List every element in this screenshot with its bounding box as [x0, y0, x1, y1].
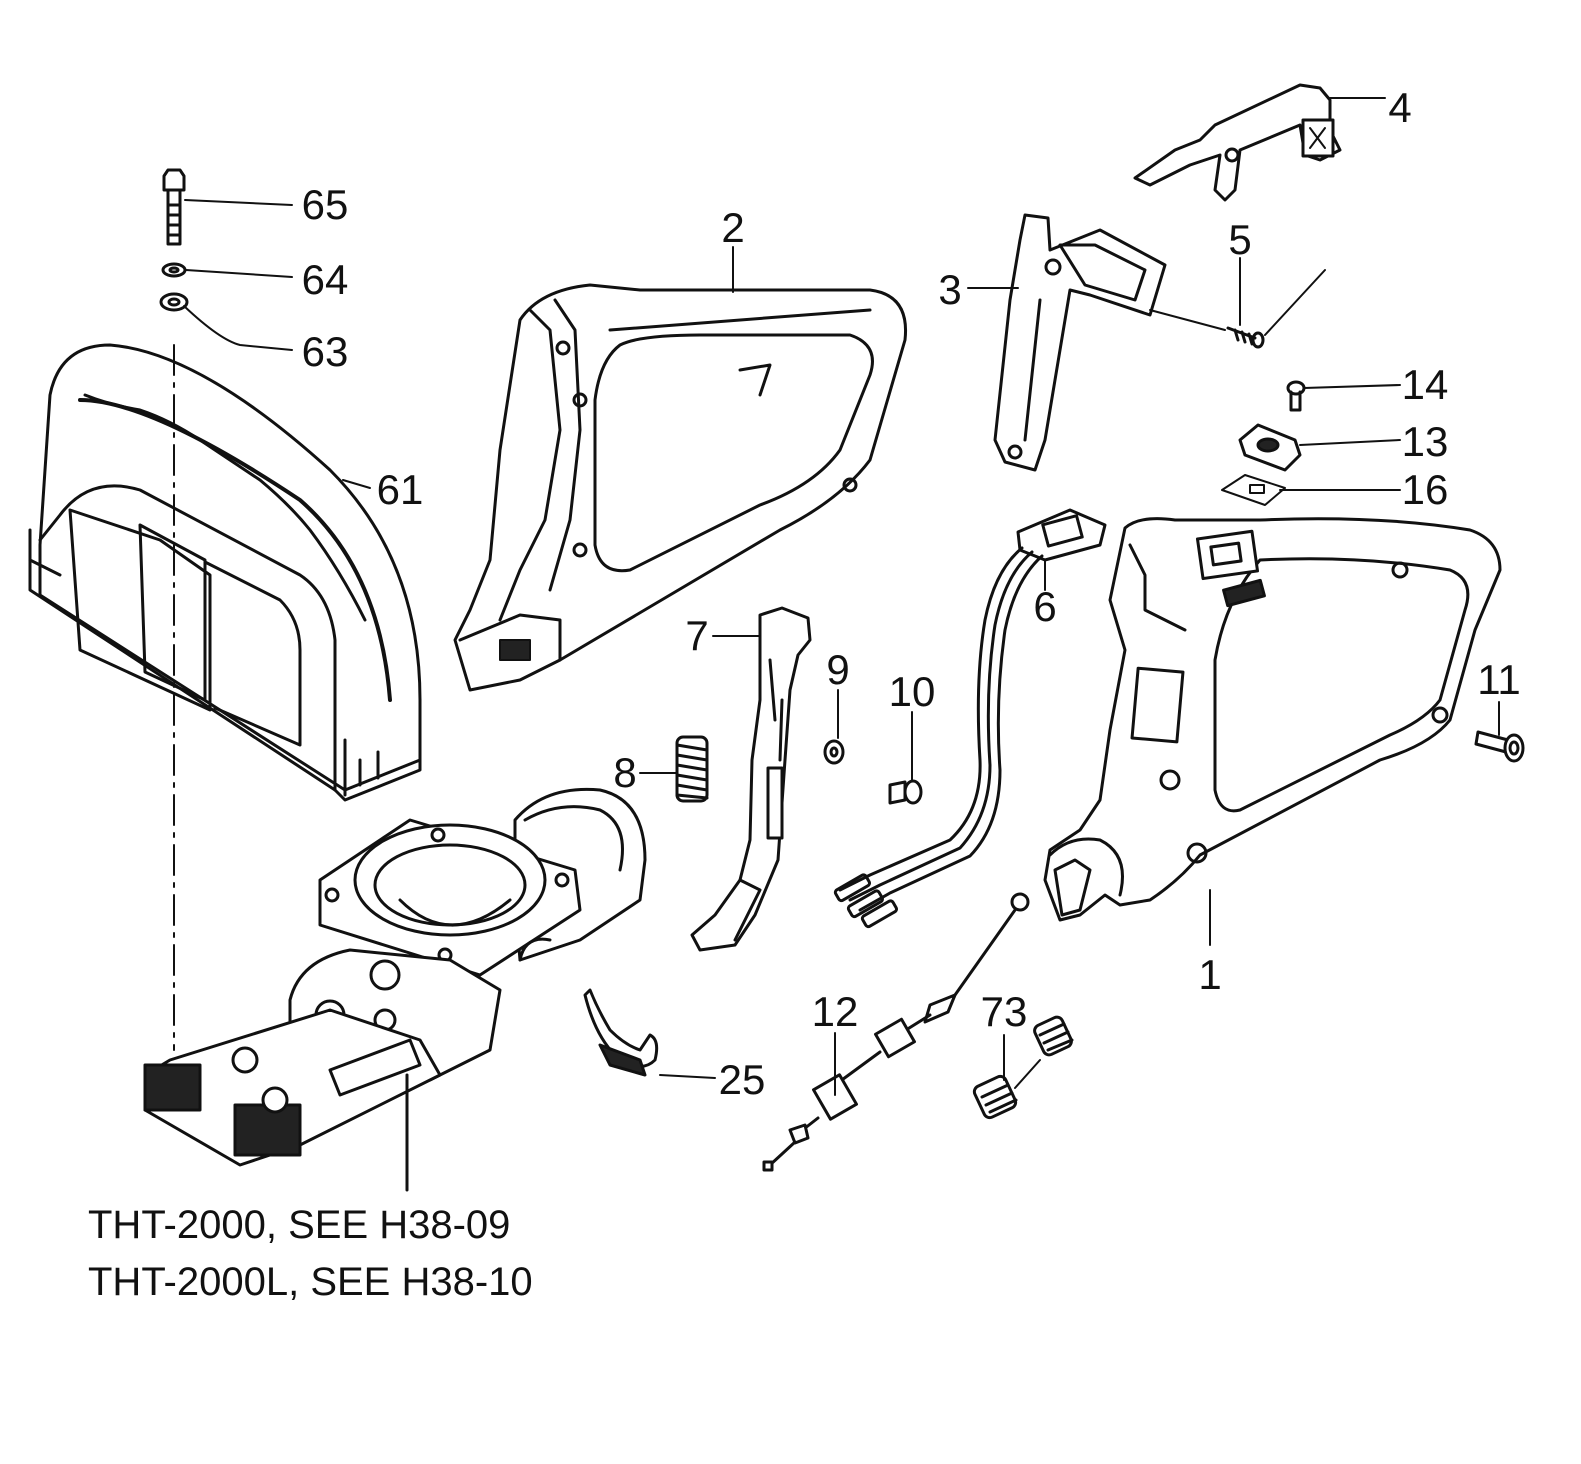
spring-part-8	[675, 735, 709, 803]
left-housing-part-2	[453, 283, 908, 692]
callout-part-2: 2	[721, 204, 745, 251]
reference-note-tht-2000l: THT-2000L, SEE H38-10	[88, 1260, 533, 1304]
pin-part-5	[1149, 269, 1326, 349]
callout-part-1: 1	[1198, 951, 1222, 998]
leader-lines	[183, 97, 1401, 1079]
right-housing-part-1	[1043, 517, 1502, 922]
switch-harness-part-6	[833, 508, 1107, 929]
springs-part-73	[972, 1015, 1074, 1120]
callout-part-11: 11	[1477, 656, 1521, 703]
callout-part-14: 14	[1401, 361, 1449, 408]
washer-part-63	[159, 292, 189, 312]
callout-part-65: 65	[301, 181, 349, 228]
callout-part-73: 73	[980, 988, 1028, 1035]
plate-part-16	[1221, 474, 1286, 506]
gear-case-assembly	[143, 787, 647, 1167]
trigger-part-7	[690, 606, 812, 952]
callout-part-4: 4	[1388, 84, 1412, 131]
washer-part-9	[823, 739, 845, 765]
callout-part-9: 9	[826, 646, 850, 693]
callout-part-3: 3	[938, 266, 962, 313]
callout-part-8: 8	[613, 749, 637, 796]
callout-part-61: 61	[376, 466, 424, 513]
callout-part-64: 64	[301, 256, 349, 303]
throttle-lever-part-3	[993, 213, 1167, 472]
callout-part-10: 10	[888, 668, 936, 715]
callout-part-25: 25	[718, 1056, 766, 1103]
callout-part-63: 63	[301, 328, 349, 375]
screw-part-14	[1286, 380, 1306, 412]
switch-cover-part-13	[1238, 423, 1302, 472]
lock-washer-part-64	[161, 262, 187, 278]
throttle-cable-part-12	[762, 892, 1030, 1172]
screw-part-10	[888, 779, 923, 805]
callout-part-5: 5	[1228, 216, 1252, 263]
bolt-part-65	[162, 168, 186, 246]
screw-part-11	[1474, 730, 1525, 763]
callout-part-6: 6	[1033, 583, 1057, 630]
callout-part-7: 7	[685, 612, 709, 659]
clip-part-25	[583, 988, 659, 1077]
reference-note-tht-2000: THT-2000, SEE H38-09	[88, 1203, 511, 1247]
lockout-lever-part-4	[1133, 83, 1342, 202]
callout-part-16: 16	[1401, 466, 1449, 513]
callout-part-12: 12	[811, 988, 859, 1035]
callout-part-13: 13	[1401, 418, 1449, 465]
front-handle-part-61	[28, 343, 422, 802]
